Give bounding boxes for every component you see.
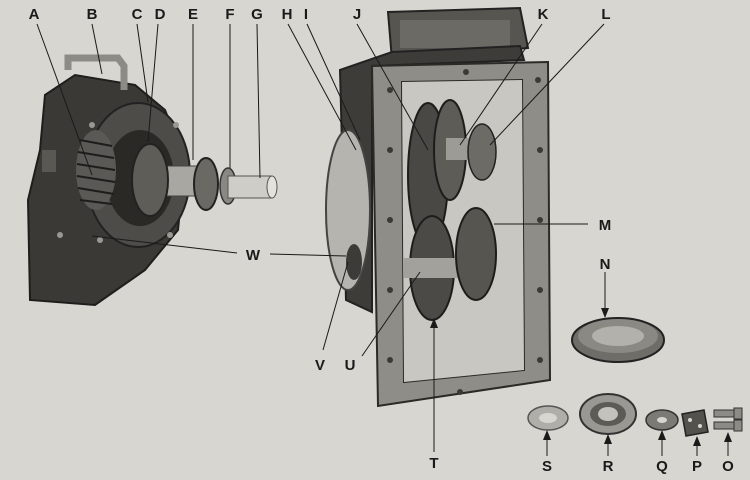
callout-d: D (155, 6, 166, 23)
output-shaft (131, 143, 278, 217)
callout-u: U (345, 357, 356, 374)
left-housing-boss (42, 150, 56, 172)
rear-pinion-v (346, 244, 362, 280)
callout-r: R (603, 458, 614, 475)
leader-l (489, 23, 605, 146)
cover-plate-n (571, 317, 665, 363)
leader-g (256, 23, 261, 179)
leader-k (459, 23, 543, 146)
callout-m: M (599, 217, 612, 234)
gear-case-top-boss (400, 20, 510, 48)
breather-pipe (64, 54, 128, 90)
leader-v (322, 261, 349, 351)
callout-labels: A B C D E F G H I J K L M N O P Q R S T … (29, 6, 735, 475)
callout-w: W (246, 247, 261, 264)
lower-gear-cluster (404, 207, 497, 321)
callout-v: V (315, 357, 325, 374)
shaft-gear-d (131, 143, 169, 217)
leader-w (91, 235, 238, 254)
callout-f: F (225, 6, 234, 23)
callout-k: K (538, 6, 549, 23)
leader-u (361, 271, 421, 357)
upper-gear-cluster (407, 99, 497, 248)
callout-b: B (87, 6, 98, 23)
shaft-end-g (227, 175, 273, 199)
shaft-bearing-e (193, 157, 219, 211)
gear-case-flange-bolts (387, 69, 543, 395)
callout-l: L (601, 6, 610, 23)
callout-a: A (29, 6, 40, 23)
worm-gear (76, 130, 116, 210)
callout-n: N (600, 256, 611, 273)
leader-arrowheads (430, 308, 732, 446)
callout-o: O (722, 458, 734, 475)
callout-e: E (188, 6, 198, 23)
callout-p: P (692, 458, 702, 475)
leader-j (356, 23, 429, 151)
callout-t: T (429, 455, 438, 472)
left-housing-assembly (26, 54, 278, 307)
callout-g: G (251, 6, 263, 23)
callout-h: H (282, 6, 293, 23)
leader-w-right (269, 253, 347, 257)
callout-j: J (353, 6, 361, 23)
leader-lines (36, 23, 729, 456)
lock-plate-p (681, 409, 709, 437)
callout-i: I (304, 6, 308, 23)
callout-q: Q (656, 458, 668, 475)
washer-s (527, 405, 569, 431)
leader-i (306, 23, 361, 141)
leader-c (136, 23, 149, 103)
gear-case-assembly (325, 6, 552, 408)
ball-bearing-r (579, 393, 637, 435)
leader-a (36, 23, 93, 176)
cap-screws-o (713, 407, 743, 432)
callout-s: S (542, 458, 552, 475)
leader-b (91, 23, 103, 75)
leader-d (147, 23, 159, 143)
retainer-q (645, 409, 679, 431)
gear-case-back-shell (338, 44, 526, 314)
callout-c: C (132, 6, 143, 23)
leader-h (287, 23, 357, 151)
